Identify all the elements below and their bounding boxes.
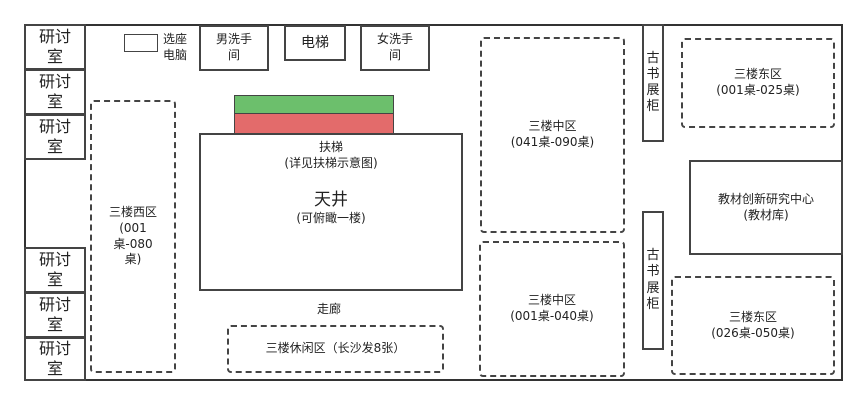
- escalator-title: 扶梯: [318, 140, 343, 154]
- corridor-label: 走廊: [316, 302, 341, 316]
- central-zone-south[interactable]: 三楼中区 (001桌-040桌): [479, 241, 625, 377]
- lounge-label: 三楼休闲区（长沙发8张）: [265, 341, 406, 356]
- study-room-label: 研讨 室: [38, 250, 71, 289]
- book-cabinet-top[interactable]: 古书展柜: [642, 24, 664, 142]
- male-restroom-label: 男洗手 间: [215, 32, 252, 62]
- east-zone-south-name: 三楼东区: [728, 309, 777, 324]
- book-cabinet-bottom[interactable]: 古书展柜: [642, 211, 664, 350]
- east-zone-south-range: (026桌-050桌): [711, 325, 795, 340]
- study-room-label: 研讨 室: [38, 339, 71, 378]
- escalator-up-bar: [234, 95, 394, 114]
- study-room-5[interactable]: 研讨 室: [24, 292, 86, 338]
- textbook-center[interactable]: 教材创新研究中心 (教材库): [689, 160, 843, 255]
- study-room-4[interactable]: 研讨 室: [24, 247, 86, 293]
- atrium-title: 天井: [314, 190, 348, 211]
- east-zone-north-name: 三楼东区: [733, 67, 782, 82]
- study-room-3[interactable]: 研讨 室: [24, 114, 86, 160]
- west-zone[interactable]: 三楼西区 (001 桌-080 桌): [90, 100, 176, 373]
- central-zone-north-name: 三楼中区: [528, 119, 577, 134]
- female-restroom[interactable]: 女洗手 间: [360, 25, 430, 71]
- seat-computer-label: 选座 电脑: [162, 32, 187, 62]
- west-zone-name: 三楼西区: [108, 205, 157, 220]
- elevator-label: 电梯: [301, 34, 329, 51]
- seat-computer-icon[interactable]: [124, 34, 158, 52]
- atrium: 扶梯 (详见扶梯示意图) 天井 (可俯瞰一楼): [199, 133, 463, 291]
- central-zone-south-range: (001桌-040桌): [510, 309, 594, 323]
- study-room-label: 研讨 室: [38, 72, 71, 111]
- study-room-2[interactable]: 研讨 室: [24, 69, 86, 115]
- lounge-area[interactable]: 三楼休闲区（长沙发8张）: [227, 325, 444, 373]
- study-room-6[interactable]: 研讨 室: [24, 337, 86, 381]
- study-room-1[interactable]: 研讨 室: [24, 24, 86, 70]
- study-room-label: 研讨 室: [38, 117, 71, 156]
- book-cabinet-top-label: 古书展柜: [646, 50, 660, 115]
- west-zone-range: (001 桌-080 桌): [113, 220, 153, 267]
- central-zone-south-name: 三楼中区: [527, 293, 576, 308]
- escalator-note: (详见扶梯示意图): [284, 155, 378, 170]
- central-zone-north-range: (041桌-090桌): [510, 135, 595, 149]
- textbook-center-sub: (教材库): [743, 207, 789, 222]
- central-zone-north[interactable]: 三楼中区 (041桌-090桌): [480, 37, 625, 233]
- east-zone-north[interactable]: 三楼东区 (001桌-025桌): [681, 38, 835, 128]
- study-room-label: 研讨 室: [38, 295, 71, 334]
- atrium-note: (可俯瞰一楼): [296, 211, 366, 226]
- textbook-center-name: 教材创新研究中心: [717, 191, 814, 206]
- east-zone-north-range: (001桌-025桌): [716, 83, 800, 97]
- escalator-down-bar: [234, 114, 394, 135]
- book-cabinet-bottom-label: 古书展柜: [646, 248, 660, 312]
- elevator[interactable]: 电梯: [284, 25, 346, 61]
- male-restroom[interactable]: 男洗手 间: [199, 25, 269, 71]
- female-restroom-label: 女洗手 间: [376, 32, 413, 62]
- east-zone-south[interactable]: 三楼东区 (026桌-050桌): [671, 276, 835, 375]
- study-room-label: 研讨 室: [38, 27, 71, 66]
